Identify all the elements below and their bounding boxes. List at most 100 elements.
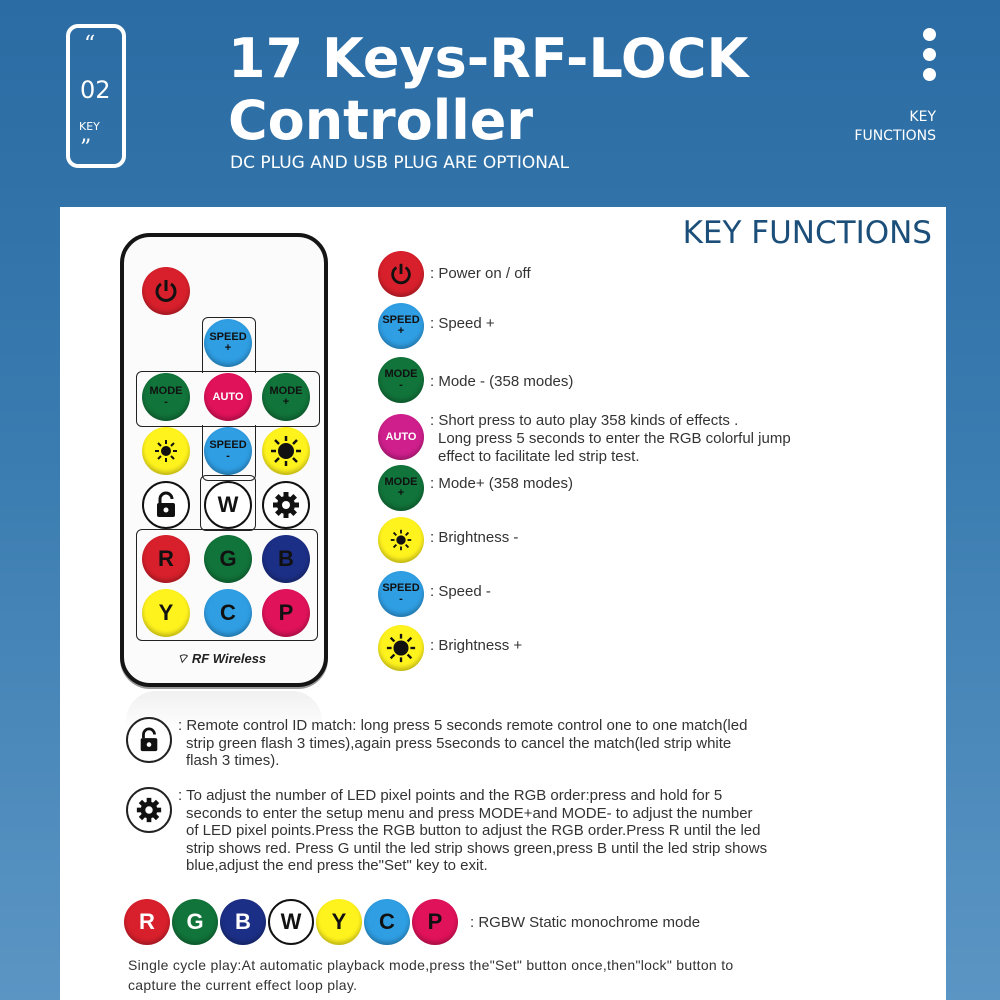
auto-button[interactable]: AUTO (204, 373, 252, 421)
content-panel: KEY FUNCTIONS SPEED+ MODE- AUTO MODE+ SP… (60, 207, 946, 1000)
function-auto: AUTO : Short press to auto play 358 kind… (378, 412, 791, 466)
gear-note-line-5: blue,adjust the end press the"Set" key t… (186, 857, 488, 874)
strip-label: : RGBW Static monochrome mode (470, 913, 701, 931)
brightness-plus-button[interactable] (262, 427, 310, 475)
b-button[interactable]: B (262, 535, 310, 583)
mode-plus-sign: + (282, 396, 290, 408)
remote-group-speed (202, 425, 256, 481)
function-mode-plus: MODE+ : Mode+ (358 modes) (378, 465, 573, 511)
badge-close-quote: ” (80, 136, 92, 161)
function-brightness-plus-text: : Brightness + (430, 637, 523, 654)
c-label: C (220, 600, 236, 625)
mode-minus-button[interactable]: MODE- (142, 373, 190, 421)
remote-group-w (200, 475, 256, 531)
sun-small-icon (155, 440, 177, 462)
gear-note-line-1: : To adjust the number of LED pixel poin… (178, 787, 723, 804)
header: “ 02 KEY ” 17 Keys-RF-LOCK Controller DC… (0, 0, 1000, 205)
remote-group-colors (136, 529, 318, 641)
function-speed-plus-text: : Speed + (430, 315, 495, 332)
function-power: : Power on / off (378, 251, 531, 297)
more-vertical-icon[interactable] (923, 28, 937, 88)
gear-icon (273, 492, 299, 518)
w-button[interactable]: W (204, 481, 252, 529)
color-keys-strip: R G B W Y C P : RGBW Static monochrome m… (124, 899, 700, 945)
gear-note-text: : To adjust the number of LED pixel poin… (178, 787, 767, 875)
brightness-minus-button[interactable] (142, 427, 190, 475)
function-brightness-minus-text: : Brightness - (430, 529, 519, 546)
footer-note: Single cycle play:At automatic playback … (128, 955, 848, 995)
lock-note: : Remote control ID match: long press 5 … (126, 717, 747, 770)
panel-title: KEY FUNCTIONS (682, 215, 932, 251)
page-badge: “ 02 KEY ” (66, 24, 126, 168)
badge-open-quote: “ (84, 32, 96, 57)
r-label: R (158, 546, 174, 571)
b-label: B (278, 546, 294, 571)
r-button[interactable]: R (142, 535, 190, 583)
key-functions-menu-label[interactable]: KEY FUNCTIONS (836, 108, 936, 146)
p-button[interactable]: P (262, 589, 310, 637)
strip-b-key: B (220, 899, 266, 945)
g-button[interactable]: G (204, 535, 252, 583)
power-icon (378, 251, 424, 297)
sun-large-icon (378, 625, 424, 671)
strip-c-key: C (364, 899, 410, 945)
function-auto-text: : Short press to auto play 358 kinds of … (430, 412, 791, 466)
remote-control: SPEED+ MODE- AUTO MODE+ SPEED- W R G B Y… (120, 233, 328, 687)
mode-minus-label: MODE (149, 385, 183, 397)
speed-minus-button[interactable]: SPEED- (204, 427, 252, 475)
function-power-text: : Power on / off (430, 265, 531, 282)
rf-wireless-label: ⌔ RF Wireless (176, 651, 266, 667)
auto-icon: AUTO (378, 414, 424, 460)
gear-icon (126, 787, 172, 833)
footer-line-2: capture the current effect loop play. (128, 977, 358, 993)
function-brightness-minus: : Brightness - (378, 517, 518, 563)
speed-plus-label: SPEED (209, 331, 247, 343)
gear-note-line-3: of LED pixel points.Press the RGB button… (186, 822, 761, 839)
c-button[interactable]: C (204, 589, 252, 637)
w-label: W (217, 492, 239, 517)
lock-note-text: : Remote control ID match: long press 5 … (178, 717, 747, 770)
gear-note-line-4: strip shows red. Press G until the led s… (186, 839, 768, 857)
strip-p-key: P (412, 899, 458, 945)
lock-note-line-3: flash 3 times). (186, 752, 280, 769)
mode-plus-icon: MODE+ (378, 465, 424, 511)
lock-note-line-2: strip green flash 3 times),again press 5… (186, 734, 732, 752)
title-line-2: Controller (228, 89, 533, 152)
set-button[interactable] (262, 481, 310, 529)
mode-minus-sign: - (164, 396, 168, 408)
sun-large-icon (271, 436, 301, 466)
footer-line-1: Single cycle play:At automatic playback … (128, 957, 734, 973)
remote-group-top (202, 317, 256, 373)
strip-w-key: W (268, 899, 314, 945)
strip-g-key: G (172, 899, 218, 945)
badge-label: KEY (79, 120, 100, 133)
function-speed-minus: SPEED- : Speed - (378, 571, 491, 617)
remote-group-mid (136, 371, 320, 427)
function-mode-minus-text: : Mode - (358 modes) (430, 373, 574, 390)
mode-minus-icon: MODE- (378, 357, 424, 403)
speed-plus-sign: + (224, 342, 232, 354)
y-button[interactable]: Y (142, 589, 190, 637)
auto-label: AUTO (212, 390, 244, 403)
lock-button[interactable] (142, 481, 190, 529)
function-speed-minus-text: : Speed - (430, 583, 491, 600)
function-speed-plus: SPEED+ : Speed + (378, 303, 495, 349)
p-label: P (278, 600, 294, 625)
lock-icon (157, 491, 175, 517)
speed-plus-button[interactable]: SPEED+ (204, 319, 252, 367)
speed-plus-icon: SPEED+ (378, 303, 424, 349)
power-icon (155, 280, 177, 302)
speed-minus-sign: - (226, 450, 230, 462)
lock-note-line-1: : Remote control ID match: long press 5 … (178, 717, 748, 734)
badge-number: 02 (80, 76, 111, 104)
power-button[interactable] (142, 267, 190, 315)
y-label: Y (158, 600, 174, 625)
mode-plus-button[interactable]: MODE+ (262, 373, 310, 421)
wireless-icon: ⌔ (176, 651, 189, 666)
g-label: G (219, 546, 237, 571)
gear-note: : To adjust the number of LED pixel poin… (126, 787, 767, 875)
speed-minus-icon: SPEED- (378, 571, 424, 617)
function-auto-line-3: effect to facilitate led strip test. (438, 448, 640, 465)
function-mode-minus: MODE- : Mode - (358 modes) (378, 357, 573, 403)
page-subtitle: DC PLUG AND USB PLUG ARE OPTIONAL (230, 153, 570, 173)
